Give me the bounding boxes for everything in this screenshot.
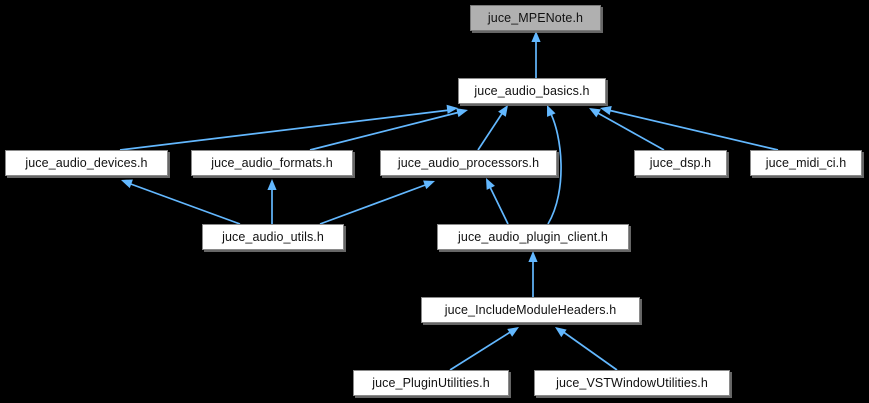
graph-node-includeheaders[interactable]: juce_IncludeModuleHeaders.h <box>421 297 640 323</box>
graph-node-pluginclient[interactable]: juce_audio_plugin_client.h <box>437 224 629 250</box>
graph-node-midici[interactable]: juce_midi_ci.h <box>750 150 862 176</box>
graph-edge-arrowhead <box>486 178 495 190</box>
graph-edge <box>561 330 618 371</box>
graph-node-pluginutils[interactable]: juce_PluginUtilities.h <box>353 370 509 396</box>
graph-node-mpenote[interactable]: juce_MPENote.h <box>470 5 601 31</box>
graph-node-formats[interactable]: juce_audio_formats.h <box>191 150 353 176</box>
graph-edge <box>319 183 429 225</box>
graph-node-label: juce_audio_utils.h <box>222 230 324 244</box>
graph-edge-arrowhead <box>121 179 133 189</box>
graph-node-vstwindow[interactable]: juce_VSTWindowUtilities.h <box>534 370 730 396</box>
graph-edge-arrowhead <box>528 251 538 262</box>
graph-edge-arrowhead <box>555 327 567 338</box>
graph-node-label: juce_dsp.h <box>649 156 712 170</box>
graph-edge <box>477 111 504 151</box>
graph-node-processors[interactable]: juce_audio_processors.h <box>380 150 557 176</box>
graph-edge-arrowhead <box>600 106 612 115</box>
graph-edge <box>607 109 779 151</box>
graph-edge-arrowhead <box>446 104 458 114</box>
graph-edge-arrowhead <box>531 31 541 42</box>
graph-edge-arrowhead <box>507 327 519 337</box>
graph-node-devices[interactable]: juce_audio_devices.h <box>5 150 168 176</box>
graph-edge <box>547 111 562 225</box>
graph-edge <box>449 330 513 371</box>
graph-node-basics[interactable]: juce_audio_basics.h <box>458 78 606 104</box>
graph-edge <box>127 182 241 225</box>
graph-edge <box>119 109 451 151</box>
graph-edge-arrowhead <box>547 105 556 117</box>
graph-edge-arrowhead <box>267 179 277 190</box>
graph-node-dsp[interactable]: juce_dsp.h <box>634 150 727 176</box>
graph-edge-arrowhead <box>589 108 601 118</box>
graph-edge <box>309 111 461 151</box>
graph-node-label: juce_audio_plugin_client.h <box>458 230 608 244</box>
graph-node-label: juce_IncludeModuleHeaders.h <box>444 303 617 317</box>
graph-node-label: juce_PluginUtilities.h <box>372 376 490 390</box>
graph-edge-arrowhead <box>456 108 468 118</box>
graph-edge <box>595 111 665 151</box>
graph-edge-arrowhead <box>423 180 435 190</box>
graph-node-utils[interactable]: juce_audio_utils.h <box>202 224 344 250</box>
graph-node-label: juce_audio_basics.h <box>474 84 590 98</box>
graph-node-label: juce_midi_ci.h <box>765 156 847 170</box>
graph-node-label: juce_audio_processors.h <box>397 156 540 170</box>
graph-edge <box>488 184 509 225</box>
graph-node-label: juce_audio_devices.h <box>25 156 148 170</box>
graph-edge-arrowhead <box>498 105 508 117</box>
graph-node-label: juce_VSTWindowUtilities.h <box>556 376 708 390</box>
graph-node-label: juce_MPENote.h <box>487 11 584 25</box>
graph-node-label: juce_audio_formats.h <box>211 156 333 170</box>
